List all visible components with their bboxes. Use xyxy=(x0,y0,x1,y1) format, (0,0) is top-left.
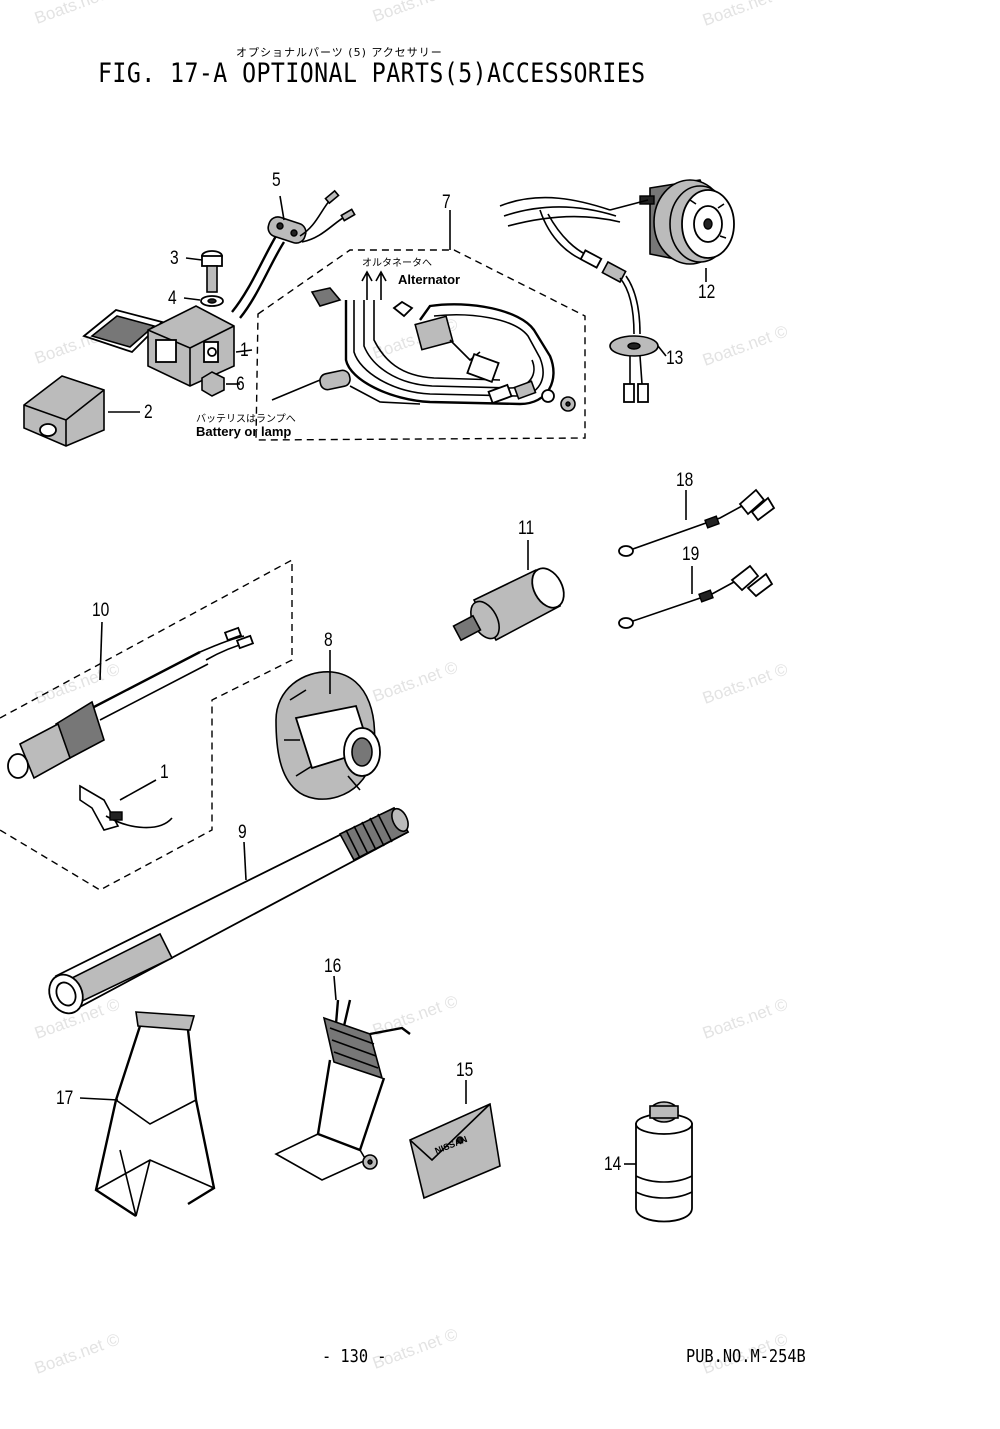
part-18-cord-drawing xyxy=(618,488,776,557)
callout-4: 4 xyxy=(168,288,177,309)
callout-1: 1 xyxy=(240,340,249,361)
callout-18: 18 xyxy=(676,470,694,491)
callout-15: 15 xyxy=(456,1060,474,1081)
callout-8: 8 xyxy=(324,630,333,651)
page-title: FIG. 17-A OPTIONAL PARTS(5)ACCESSORIES xyxy=(98,58,646,89)
callout-7: 7 xyxy=(442,192,451,213)
part-5-grommet-drawing xyxy=(267,189,356,244)
callout-10: 10 xyxy=(92,600,110,621)
part-13-grommet-drawing xyxy=(609,335,659,403)
part-6-nut-drawing xyxy=(201,371,225,397)
page-number: - 130 - xyxy=(322,1346,387,1367)
part-16-cart-drawing xyxy=(274,999,411,1181)
callout-6: 6 xyxy=(236,374,245,395)
part-3-screw-drawing xyxy=(201,250,223,293)
callout-16: 16 xyxy=(324,956,342,977)
part-15-bag-drawing xyxy=(409,1102,501,1200)
callout-1-clip: 1 xyxy=(160,762,169,783)
callout-13: 13 xyxy=(666,348,684,369)
callout-12: 12 xyxy=(698,282,716,303)
part-8-reel-drawing xyxy=(275,671,381,800)
callout-11: 11 xyxy=(518,518,535,539)
leader-lines xyxy=(79,195,707,1165)
part-14-can-drawing xyxy=(635,1101,693,1223)
part-11-grip-drawing xyxy=(452,567,565,642)
callout-9: 9 xyxy=(238,822,247,843)
battery-label-jp: バッテリスはランプへ xyxy=(196,414,296,425)
part-1-switch-drawing xyxy=(82,305,235,387)
part-1-clip-drawing xyxy=(79,784,173,831)
part-4-washer-drawing xyxy=(200,295,224,307)
battery-label: Battery or lamp xyxy=(196,424,292,439)
alternator-label: Alternator xyxy=(398,272,461,287)
callout-19: 19 xyxy=(682,544,700,565)
alternator-label-jp: オルタネータへ xyxy=(362,258,432,269)
callout-17: 17 xyxy=(56,1088,74,1109)
part-17-stand-drawing xyxy=(94,1011,216,1218)
callout-2: 2 xyxy=(144,402,153,423)
part-12-gauge-drawing xyxy=(499,179,735,335)
callout-5: 5 xyxy=(272,170,281,191)
part-9-tiller-drawing xyxy=(48,806,410,1015)
callout-3: 3 xyxy=(170,248,179,269)
page-subtitle-jp: オプショナルパーツ (5) アクセサリー xyxy=(236,46,443,59)
part-2-boot-drawing xyxy=(23,375,105,447)
publication-number: PUB.NO.M-254B xyxy=(686,1346,806,1367)
part-10-cord-drawing xyxy=(7,626,255,780)
part-7-harness-drawing xyxy=(255,249,586,441)
callout-14: 14 xyxy=(604,1154,622,1175)
part-19-cord-drawing xyxy=(618,564,774,629)
